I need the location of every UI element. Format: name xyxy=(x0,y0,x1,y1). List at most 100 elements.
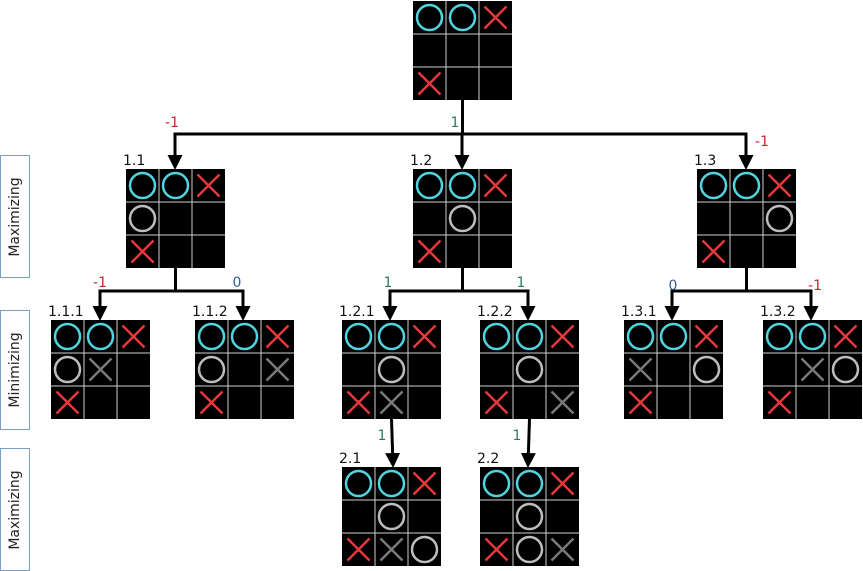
o-mark xyxy=(377,355,406,384)
o-mark xyxy=(415,171,444,200)
node-name-label: 1.1 xyxy=(123,153,145,169)
x-mark xyxy=(483,173,508,198)
board-1.2: 1.2 xyxy=(410,153,512,268)
edge-value-label: 1 xyxy=(451,115,460,131)
edge-value-label: 1 xyxy=(378,428,387,444)
o-mark xyxy=(692,355,721,384)
x-mark xyxy=(379,390,404,415)
node-name-label: 2.1 xyxy=(339,451,361,467)
node-name-label: 2.2 xyxy=(477,451,499,467)
o-mark xyxy=(798,322,827,351)
edge-arrow xyxy=(385,418,401,468)
x-mark xyxy=(701,239,726,264)
o-mark xyxy=(377,322,406,351)
edge-group-1.3: 0 -1 xyxy=(664,268,822,321)
edge-group-root: -1 1 -1 xyxy=(165,100,769,170)
x-mark xyxy=(55,390,80,415)
edge-value-label: -1 xyxy=(755,134,769,150)
board-1.2.2: 1.2.2 xyxy=(477,304,579,419)
node-name-label: 1.2.2 xyxy=(477,304,513,320)
board-2.1: 2.1 xyxy=(339,451,441,566)
o-mark xyxy=(53,322,82,351)
level-label-3-text: Maximizing xyxy=(7,469,23,550)
o-mark xyxy=(626,322,655,351)
x-mark xyxy=(550,324,575,349)
edge-value-label: 1 xyxy=(384,275,393,291)
o-mark xyxy=(732,171,761,200)
o-mark xyxy=(344,469,373,498)
o-mark xyxy=(161,171,190,200)
x-mark xyxy=(417,239,442,264)
edge-value-label: -1 xyxy=(93,275,107,291)
board-1.3.2: 1.3.2 xyxy=(760,304,862,419)
edge-value-label: 0 xyxy=(669,278,678,294)
node-name-label: 1.1.2 xyxy=(192,304,228,320)
x-mark xyxy=(767,173,792,198)
x-mark xyxy=(265,357,290,382)
x-mark xyxy=(121,324,146,349)
o-mark xyxy=(515,535,544,564)
x-mark xyxy=(628,390,653,415)
o-mark xyxy=(415,3,444,32)
edge-value-label: -1 xyxy=(165,115,179,131)
x-mark xyxy=(196,173,221,198)
level-label-2: Minimizing xyxy=(0,310,30,430)
node-name-label: 1.3.2 xyxy=(760,304,796,320)
node-name-label: 1.3 xyxy=(694,153,716,169)
edge-arrow xyxy=(520,418,536,468)
x-mark xyxy=(417,71,442,96)
x-mark xyxy=(199,390,224,415)
x-mark xyxy=(483,5,508,30)
x-mark xyxy=(833,324,858,349)
o-mark xyxy=(410,535,439,564)
level-label-1: Maximizing xyxy=(0,155,30,278)
x-mark xyxy=(694,324,719,349)
x-mark xyxy=(550,537,575,562)
x-mark xyxy=(412,471,437,496)
edge-group-1.2.2: 1 xyxy=(513,418,536,468)
o-mark xyxy=(53,355,82,384)
x-mark xyxy=(800,357,825,382)
node-name-label: 1.2 xyxy=(410,153,432,169)
o-mark xyxy=(344,322,373,351)
x-mark xyxy=(130,239,155,264)
node-name-label: 1.2.1 xyxy=(339,304,375,320)
board-1.1.1: 1.1.1 xyxy=(48,304,150,419)
edge-value-label: 1 xyxy=(513,428,522,444)
board-2.2: 2.2 xyxy=(477,451,579,566)
o-mark xyxy=(377,502,406,531)
x-mark xyxy=(628,357,653,382)
board-1.3: 1.3 xyxy=(694,153,796,268)
x-mark xyxy=(412,324,437,349)
x-mark xyxy=(767,390,792,415)
board-1.1.2: 1.1.2 xyxy=(192,304,294,419)
level-label-2-text: Minimizing xyxy=(7,332,23,408)
level-label-3: Maximizing xyxy=(0,448,30,571)
o-mark xyxy=(515,355,544,384)
x-mark xyxy=(484,537,509,562)
o-mark xyxy=(699,171,728,200)
o-mark xyxy=(448,171,477,200)
x-mark xyxy=(379,537,404,562)
level-label-1-text: Maximizing xyxy=(7,176,23,257)
o-mark xyxy=(765,322,794,351)
node-name-label: 1.1.1 xyxy=(48,304,84,320)
x-mark xyxy=(484,390,509,415)
o-mark xyxy=(230,322,259,351)
o-mark xyxy=(197,355,226,384)
board-1.2.1: 1.2.1 xyxy=(339,304,441,419)
o-mark xyxy=(515,502,544,531)
o-mark xyxy=(377,469,406,498)
edge-value-label: 0 xyxy=(233,275,242,291)
o-mark xyxy=(448,204,477,233)
o-mark xyxy=(482,322,511,351)
edge-value-label: -1 xyxy=(808,278,822,294)
x-mark xyxy=(550,390,575,415)
o-mark xyxy=(197,322,226,351)
x-mark xyxy=(346,390,371,415)
x-mark xyxy=(550,471,575,496)
o-mark xyxy=(515,469,544,498)
o-mark xyxy=(659,322,688,351)
